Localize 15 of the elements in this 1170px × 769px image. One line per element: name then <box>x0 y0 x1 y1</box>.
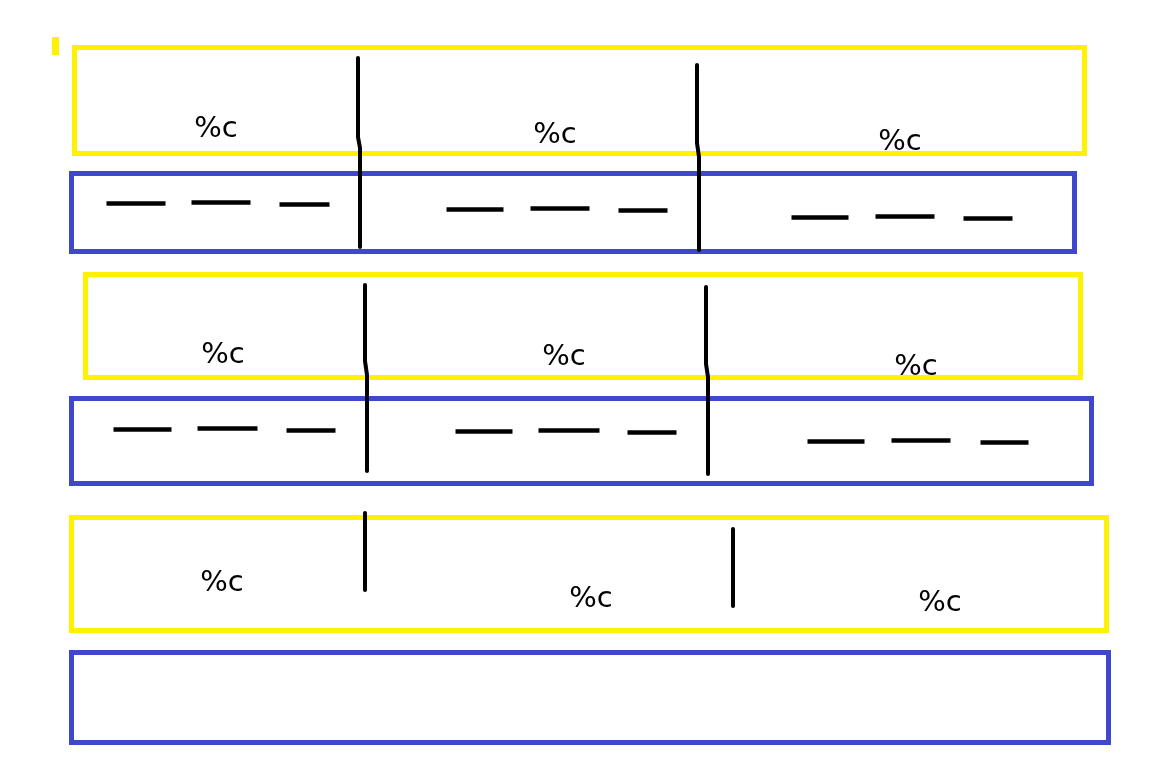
format-row-box <box>72 45 1087 156</box>
format-specifier: %c <box>542 340 586 370</box>
format-specifier: %c <box>569 582 613 612</box>
format-specifier: %c <box>894 350 938 380</box>
format-specifier: %c <box>201 338 245 368</box>
format-row-box <box>83 272 1083 380</box>
format-specifier: %c <box>918 586 962 616</box>
format-specifier: %c <box>878 125 922 155</box>
format-specifier: %c <box>194 112 238 142</box>
blank-row-box <box>69 650 1111 745</box>
blank-row-box <box>69 171 1077 254</box>
format-specifier: %c <box>200 566 244 596</box>
blank-row-box <box>69 396 1094 486</box>
format-specifier: %c <box>533 118 577 148</box>
format-row-box <box>69 515 1109 633</box>
